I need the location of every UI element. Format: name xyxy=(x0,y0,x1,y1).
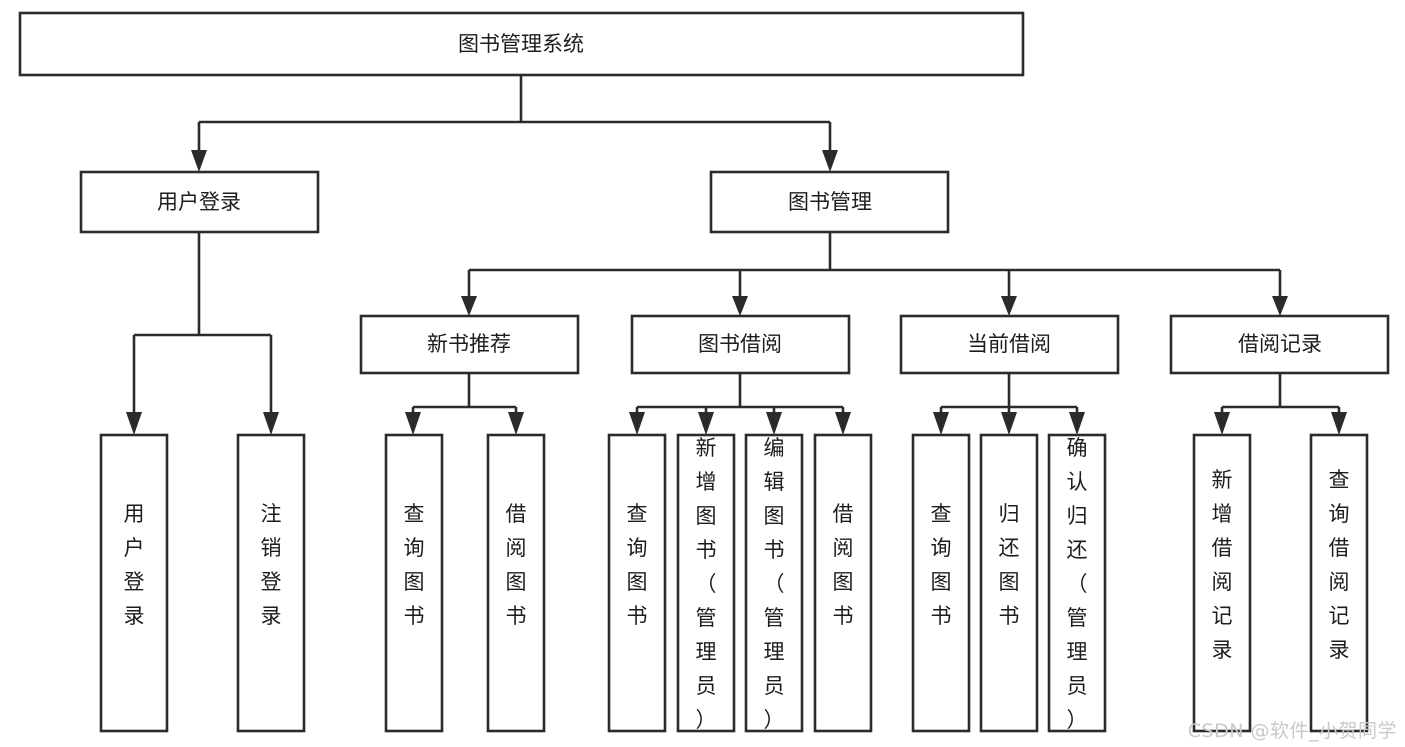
node-borrow-record-box[interactable] xyxy=(1169,314,1390,375)
node-borrow-record-label: 借阅记录 xyxy=(1238,332,1322,356)
arrowhead-leaf-return-book xyxy=(1001,412,1017,435)
arrowhead-borrow-record xyxy=(1272,296,1288,316)
leaf-query-record[interactable]: 查询借阅记录 xyxy=(1309,433,1369,733)
leaf-user-login-box[interactable] xyxy=(99,433,169,733)
leaf-user-logout-label: 注销登录 xyxy=(261,502,282,628)
leaf-user-login[interactable]: 用户登录 xyxy=(99,433,169,733)
arrowhead-book-management xyxy=(822,150,838,172)
leaf-query-book-1-box[interactable] xyxy=(384,433,444,733)
leaf-query-book-2-box[interactable] xyxy=(607,433,667,733)
arrowhead-leaf-user-logout xyxy=(263,412,279,435)
arrowhead-leaf-query-book-1 xyxy=(405,412,421,435)
leaf-query-book-2-label: 查询图书 xyxy=(627,502,648,628)
node-borrow-record[interactable]: 借阅记录 xyxy=(1169,314,1390,375)
leaf-user-logout-box[interactable] xyxy=(236,433,306,733)
leaf-query-book-2[interactable]: 查询图书 xyxy=(607,433,667,733)
leaf-add-record-box[interactable] xyxy=(1192,433,1252,733)
node-book-borrow-box[interactable] xyxy=(630,314,851,375)
node-book-borrow-label: 图书借阅 xyxy=(698,332,782,356)
arrowhead-leaf-add-record xyxy=(1214,412,1230,435)
node-book-management-label: 图书管理 xyxy=(788,190,872,214)
leaf-query-book-3-box[interactable] xyxy=(911,433,971,733)
leaf-borrow-book-2-box[interactable] xyxy=(813,433,873,733)
leaf-borrow-book-2-label: 借阅图书 xyxy=(833,502,854,628)
arrowhead-leaf-user-login xyxy=(126,412,142,435)
leaf-borrow-book-2[interactable]: 借阅图书 xyxy=(813,433,873,733)
leaf-query-record-label: 查询借阅记录 xyxy=(1329,468,1350,662)
leaf-edit-book-label: 编辑图书（管理员） xyxy=(764,436,785,732)
node-new-book-recommend-label: 新书推荐 xyxy=(427,332,511,356)
leaf-query-book-1-label: 查询图书 xyxy=(404,502,425,628)
arrowhead-leaf-borrow-book-2 xyxy=(835,412,851,435)
leaf-user-login-label: 用户登录 xyxy=(124,502,145,628)
leaf-return-book-box[interactable] xyxy=(979,433,1039,733)
node-book-management[interactable]: 图书管理 xyxy=(709,170,950,234)
node-new-book-recommend[interactable]: 新书推荐 xyxy=(359,314,580,375)
leaf-query-book-3-label: 查询图书 xyxy=(931,502,952,628)
leaf-return-book-label: 归还图书 xyxy=(999,502,1020,628)
node-current-borrow-label: 当前借阅 xyxy=(967,332,1051,356)
node-user-login-label: 用户登录 xyxy=(157,190,241,214)
arrowhead-leaf-query-book-3 xyxy=(933,412,949,435)
node-book-borrow[interactable]: 图书借阅 xyxy=(630,314,851,375)
leaf-borrow-book-1-box[interactable] xyxy=(486,433,546,733)
leaf-confirm-return-label: 确认归还（管理员） xyxy=(1067,436,1088,732)
node-book-management-box[interactable] xyxy=(709,170,950,234)
leaf-return-book[interactable]: 归还图书 xyxy=(979,433,1039,733)
node-root-box[interactable] xyxy=(18,11,1025,77)
leaf-add-book[interactable]: 新增图书（管理员） xyxy=(676,433,736,733)
node-root-label: 图书管理系统 xyxy=(458,32,584,56)
arrowhead-book-borrow xyxy=(732,296,748,316)
leaf-add-book-box[interactable] xyxy=(676,433,736,733)
node-user-login[interactable]: 用户登录 xyxy=(79,170,320,234)
leaf-borrow-book-1-label: 借阅图书 xyxy=(506,502,527,628)
leaf-add-book-label: 新增图书（管理员） xyxy=(696,436,717,732)
arrowhead-leaf-edit-book xyxy=(766,412,782,435)
connector-layer xyxy=(126,75,1347,435)
arrowhead-leaf-add-book xyxy=(698,412,714,435)
arrowhead-leaf-borrow-book-1 xyxy=(508,412,524,435)
node-current-borrow-box[interactable] xyxy=(899,314,1120,375)
leaf-query-record-box[interactable] xyxy=(1309,433,1369,733)
arrowhead-user-login xyxy=(191,150,207,172)
leaf-query-book-1[interactable]: 查询图书 xyxy=(384,433,444,733)
arrowhead-new-book-recommend xyxy=(461,296,477,316)
leaf-query-book-3[interactable]: 查询图书 xyxy=(911,433,971,733)
node-root[interactable]: 图书管理系统 xyxy=(18,11,1025,77)
leaf-edit-book-box[interactable] xyxy=(744,433,804,733)
leaf-borrow-book-1[interactable]: 借阅图书 xyxy=(486,433,546,733)
leaf-add-record-label: 新增借阅记录 xyxy=(1212,468,1233,662)
arrowhead-leaf-query-record xyxy=(1331,412,1347,435)
leaf-user-logout[interactable]: 注销登录 xyxy=(236,433,306,733)
arrowhead-leaf-confirm-return xyxy=(1069,412,1085,435)
node-user-login-box[interactable] xyxy=(79,170,320,234)
node-current-borrow[interactable]: 当前借阅 xyxy=(899,314,1120,375)
leaf-confirm-return-box[interactable] xyxy=(1047,433,1107,733)
arrowhead-current-borrow xyxy=(1001,296,1017,316)
node-new-book-recommend-box[interactable] xyxy=(359,314,580,375)
arrowhead-leaf-query-book-2 xyxy=(629,412,645,435)
leaf-add-record[interactable]: 新增借阅记录 xyxy=(1192,433,1252,733)
leaf-edit-book[interactable]: 编辑图书（管理员） xyxy=(744,433,804,733)
leaf-confirm-return[interactable]: 确认归还（管理员） xyxy=(1047,433,1107,733)
